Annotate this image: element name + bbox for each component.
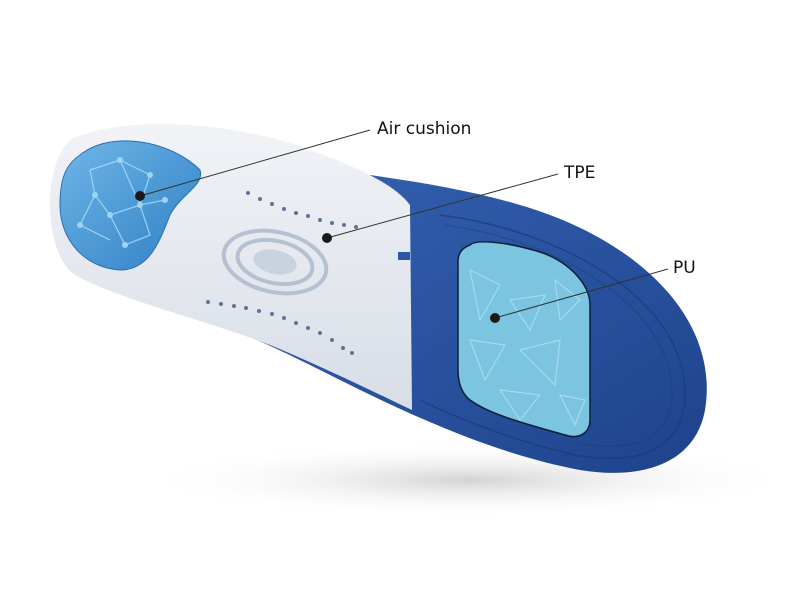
callout-pu-leader (490, 268, 669, 323)
drop-shadow (140, 442, 800, 518)
perforation-dots-top (246, 191, 358, 229)
callout-label-air-cushion: Air cushion (377, 119, 472, 139)
callout-tpe-leader (322, 173, 559, 243)
oval-vent-pattern (221, 228, 329, 296)
perforation-dots-bottom (206, 300, 354, 355)
pu-forefoot-pad (457, 241, 591, 438)
callout-label-tpe: TPE (564, 163, 596, 183)
air-cushion-gel-pad (59, 140, 202, 271)
callout-air-cushion-leader (135, 129, 371, 201)
callout-label-pu: PU (673, 258, 696, 278)
